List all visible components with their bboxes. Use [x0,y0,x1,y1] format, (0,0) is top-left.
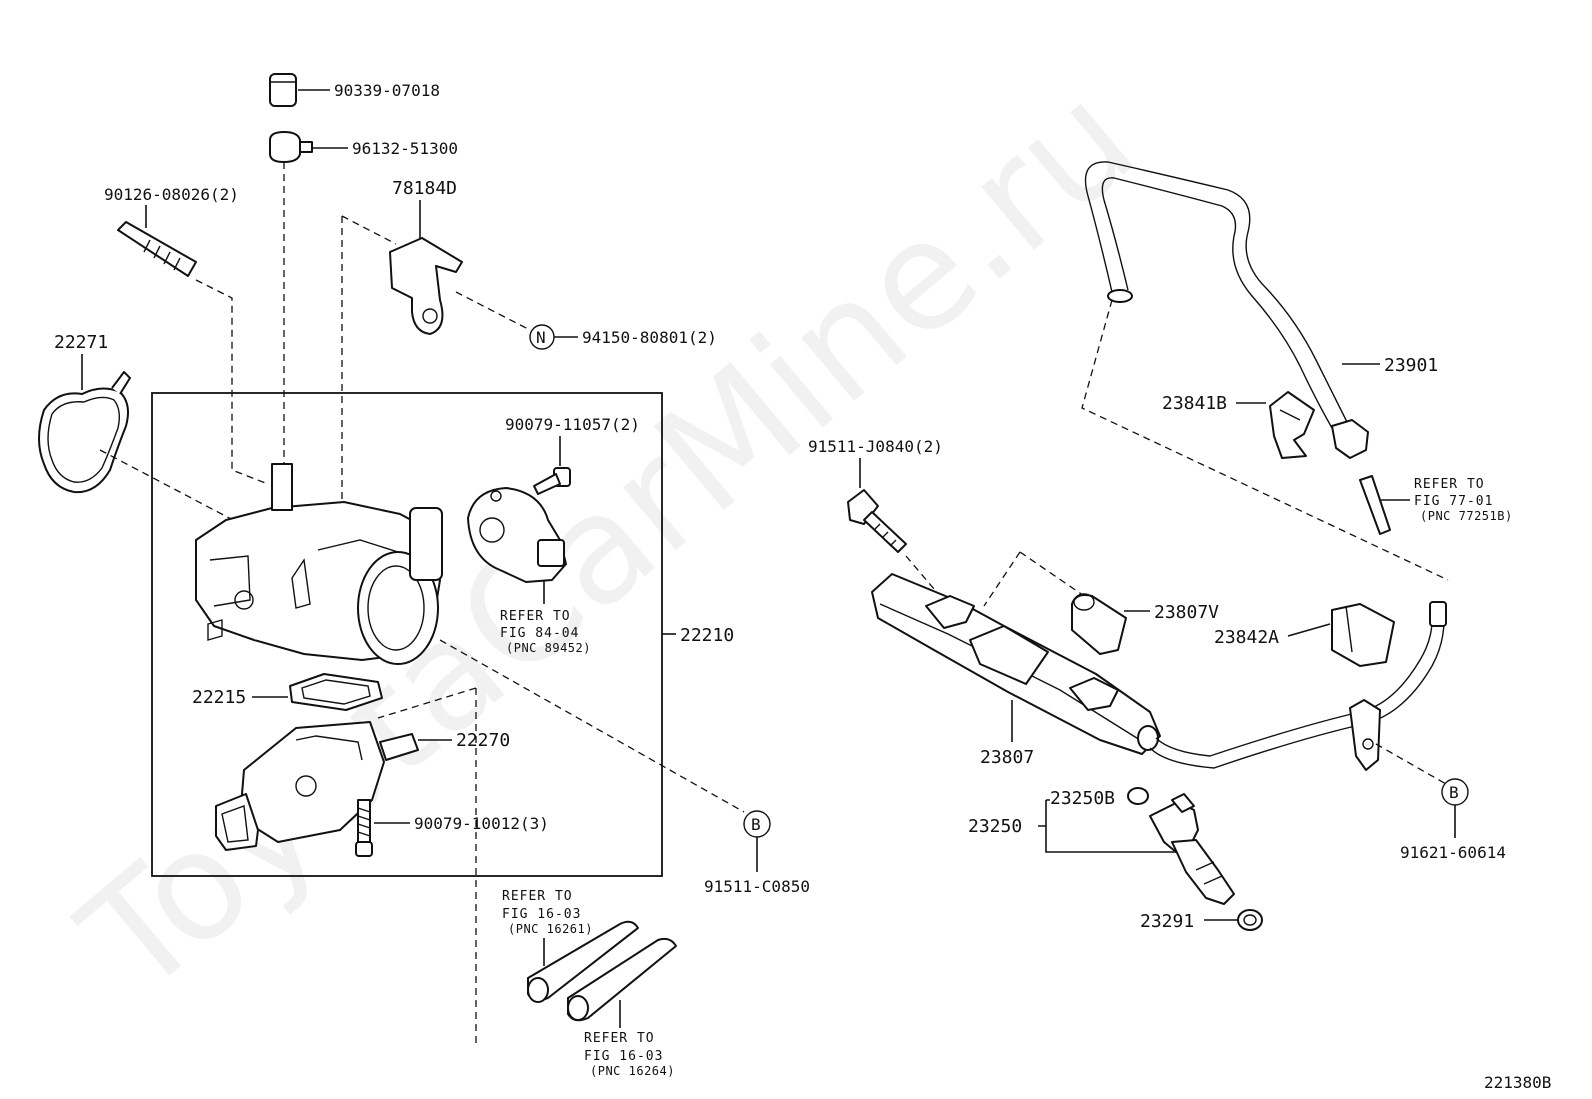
throttle-body-part [195,463,443,665]
label-96132-51300: 96132-51300 [352,139,458,158]
ref-fig-77-01-line1: REFER TO [1414,477,1485,492]
ref-fig-16-03b-line1: REFER TO [584,1031,655,1046]
ref-fig-16-03b-line2: FIG 16-03 [584,1049,663,1064]
ref-fig-16-03a-line3: (PNC 16261) [508,922,593,936]
label-23807V: 23807V [1154,602,1219,623]
ref-fig-84-04-line1: REFER TO [500,609,571,624]
label-91511-J0840: 91511-J0840(2) [808,437,943,456]
label-90079-10012: 90079-10012(3) [414,814,549,833]
fuel-pipe-part [1084,161,1369,459]
callout-b-right: B [1449,783,1459,802]
label-90079-11057: 90079-11057(2) [505,415,640,434]
label-23842A: 23842A [1214,627,1279,648]
label-22210: 22210 [680,625,734,646]
ref-fig-16-03a-line1: REFER TO [502,889,573,904]
label-91621-60614: 91621-60614 [1400,843,1506,862]
bracket-23250 [1038,799,1176,853]
pipe-bracket-part [1349,699,1381,771]
clamp-23842a-part [1331,603,1395,667]
fuel-rail-part [871,573,1161,755]
bracket-part [389,237,463,335]
label-94150-80801: 94150-80801(2) [582,328,717,347]
callout-b-left: B [751,815,761,834]
screw-90079-10012-part [355,799,373,857]
stud-bolt-part [117,221,197,277]
figure-code: 221380B [1484,1073,1551,1092]
cap-part [269,73,297,107]
ref-fig-77-01-line3: (PNC 77251B) [1420,509,1513,523]
label-23250: 23250 [968,816,1022,837]
injector-part [1149,793,1235,905]
throttle-position-sensor-part [467,487,567,583]
label-78184D: 78184D [392,178,457,199]
label-23841B: 23841B [1162,393,1227,414]
ref-fig-16-03b-line3: (PNC 16264) [590,1064,675,1078]
label-23291: 23291 [1140,911,1194,932]
callout-n: N [536,328,546,347]
label-22215: 22215 [192,687,246,708]
label-90339-07018: 90339-07018 [334,81,440,100]
gasket-part [38,371,131,494]
label-90126-08026: 90126-08026(2) [104,185,239,204]
bolt-91511-j0840-part [847,489,907,553]
label-23807: 23807 [980,747,1034,768]
label-91511-C0850: 91511-C0850 [704,877,810,896]
idle-air-control-valve-part [215,721,419,851]
clip-23841b-part [1269,391,1315,459]
ref-fig-84-04-line2: FIG 84-04 [500,626,579,641]
gasket-22215-part [289,673,383,711]
hose-a-part [527,920,639,1003]
hose-b-part [567,937,677,1022]
label-23250B: 23250B [1050,788,1115,809]
pipe-end-part [1429,601,1447,627]
label-22271: 22271 [54,332,108,353]
plug-part [269,131,313,163]
o-ring-part [1127,787,1149,805]
insulator-part [1237,909,1263,931]
label-23901: 23901 [1384,355,1438,376]
ref-fig-84-04-line3: (PNC 89452) [506,641,591,655]
screw-part [533,467,571,495]
label-22270: 22270 [456,730,510,751]
ref-fig-16-03a-line2: FIG 16-03 [502,907,581,922]
pulsation-damper-part [1071,593,1127,655]
ref-fig-77-01-line2: FIG 77-01 [1414,494,1493,509]
